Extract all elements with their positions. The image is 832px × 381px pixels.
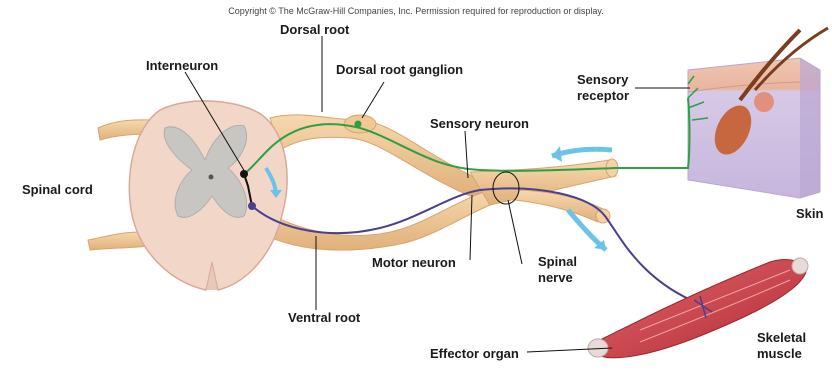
spinal-cord-section bbox=[129, 101, 287, 290]
ganglion-cell-body bbox=[355, 121, 362, 128]
label-skeletal-muscle-1: Skeletal bbox=[757, 330, 806, 345]
motor-cell-body bbox=[248, 202, 256, 210]
label-sensory-receptor-1: Sensory bbox=[577, 72, 628, 87]
label-interneuron: Interneuron bbox=[146, 58, 218, 73]
label-skeletal-muscle-2: muscle bbox=[757, 346, 802, 361]
label-dorsal-root-ganglion: Dorsal root ganglion bbox=[336, 62, 463, 77]
label-spinal-cord: Spinal cord bbox=[22, 182, 93, 197]
label-spinal-nerve-1: Spinal bbox=[538, 254, 577, 269]
label-ventral-root: Ventral root bbox=[288, 310, 360, 325]
label-sensory-neuron: Sensory neuron bbox=[430, 116, 529, 131]
label-dorsal-root: Dorsal root bbox=[280, 22, 349, 37]
label-sensory-receptor-2: receptor bbox=[577, 88, 629, 103]
label-spinal-nerve-2: nerve bbox=[538, 270, 573, 285]
label-motor-neuron: Motor neuron bbox=[372, 255, 456, 270]
label-effector-organ: Effector organ bbox=[430, 346, 519, 361]
label-skin: Skin bbox=[796, 206, 823, 221]
copyright-notice: Copyright © The McGraw-Hill Companies, I… bbox=[0, 6, 832, 16]
